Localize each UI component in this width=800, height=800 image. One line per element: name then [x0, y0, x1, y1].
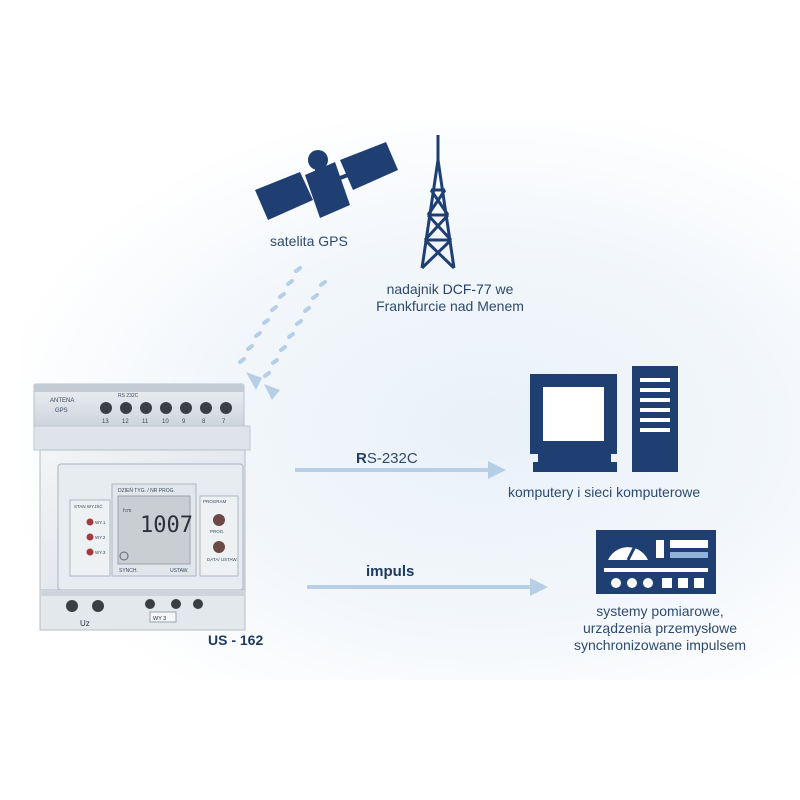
transmitter-label: nadajnik DCF-77 we Frankfurcie nad Menem	[350, 281, 550, 315]
terminal-screw	[100, 402, 112, 414]
terminal-label: 9	[182, 419, 186, 425]
signal-dot	[263, 371, 271, 378]
terminal-screw	[160, 402, 172, 414]
satellite-label: satelita GPS	[270, 233, 348, 249]
terminal-label: 11	[142, 419, 149, 425]
terminal-label: 10	[162, 419, 169, 425]
terminal-screw	[180, 402, 192, 414]
uz-label: Uz	[80, 619, 90, 628]
signal-dots-icon	[238, 266, 327, 400]
device-antenna-label: ANTENA	[50, 398, 74, 404]
signal-arrowhead	[264, 384, 280, 400]
signal-dot	[303, 306, 311, 313]
signal-dot	[279, 345, 287, 352]
prog-button-label: PROG.	[210, 529, 225, 534]
signal-dot	[278, 292, 286, 299]
impuls-label: impuls	[366, 563, 415, 580]
radio-tower-icon	[420, 135, 456, 270]
rs232-label: RS-232C	[356, 450, 418, 467]
signal-arrowhead	[246, 372, 262, 390]
device-us162: 13 12 11 10 9 8 7	[33, 383, 251, 631]
device-model-label: US - 162	[208, 632, 264, 648]
signal-dot	[295, 319, 303, 326]
signal-dot	[246, 344, 254, 351]
computer-icon	[530, 366, 678, 472]
signal-dot	[238, 357, 246, 364]
signal-dot	[311, 293, 319, 300]
computer-label: komputery i sieci komputerowe	[508, 484, 701, 500]
terminal-screw	[200, 402, 212, 414]
terminal-label: 13	[102, 419, 109, 425]
systems-label-line2: urządzenia przemysłowe	[582, 620, 738, 636]
lcd-unit: h:m	[123, 508, 131, 514]
terminal-label: 8	[202, 419, 206, 425]
signal-dot	[271, 358, 279, 365]
lcd-synch-label: SYNCH.	[119, 568, 138, 574]
terminal-screw	[120, 402, 132, 414]
satellite-icon	[255, 142, 398, 220]
terminal-label: 7	[222, 419, 226, 425]
signal-dot	[262, 318, 270, 325]
device-rs-label: RS 232C	[118, 393, 139, 399]
terminal-screw	[140, 402, 152, 414]
arrow-impuls	[307, 578, 548, 596]
output-label-3: WY.3	[95, 550, 106, 555]
program-panel-title: PROGRAM	[203, 499, 227, 504]
systems-label-line1: systemy pomiarowe,	[596, 603, 724, 619]
systems-label: systemy pomiarowe, urządzenia przemysłow…	[560, 603, 760, 654]
signal-dot	[287, 332, 295, 339]
signal-dot	[319, 280, 327, 287]
device-gps-label: GPS	[55, 408, 68, 414]
transmitter-label-line1: nadajnik DCF-77 we	[386, 281, 514, 297]
signal-dot	[254, 331, 262, 338]
transmitter-label-line2: Frankfurcie nad Menem	[376, 298, 524, 314]
lcd-ustaw-label: USTAW.	[170, 568, 189, 574]
output-label-2: WY.2	[95, 535, 106, 540]
signal-dot	[270, 305, 278, 312]
lcd-value: 1007	[140, 513, 193, 538]
terminal-screw	[220, 402, 232, 414]
bottom-tag: WY 3	[153, 616, 166, 622]
output-label-1: WY.1	[95, 520, 106, 525]
signal-dot	[294, 266, 302, 273]
systems-label-line3: synchronizowane impulsem	[574, 637, 746, 653]
measurement-equipment-icon	[596, 530, 716, 594]
lcd-header: DZIEŃ TYG. / NR PROG.	[118, 487, 175, 494]
datetime-button-label: DATA/ USTAW.	[207, 557, 238, 562]
arrow-rs232	[295, 461, 506, 479]
terminal-label: 12	[122, 419, 129, 425]
outputs-panel-title: STAN WYJŚĆ	[74, 502, 103, 509]
signal-dot	[286, 279, 294, 286]
